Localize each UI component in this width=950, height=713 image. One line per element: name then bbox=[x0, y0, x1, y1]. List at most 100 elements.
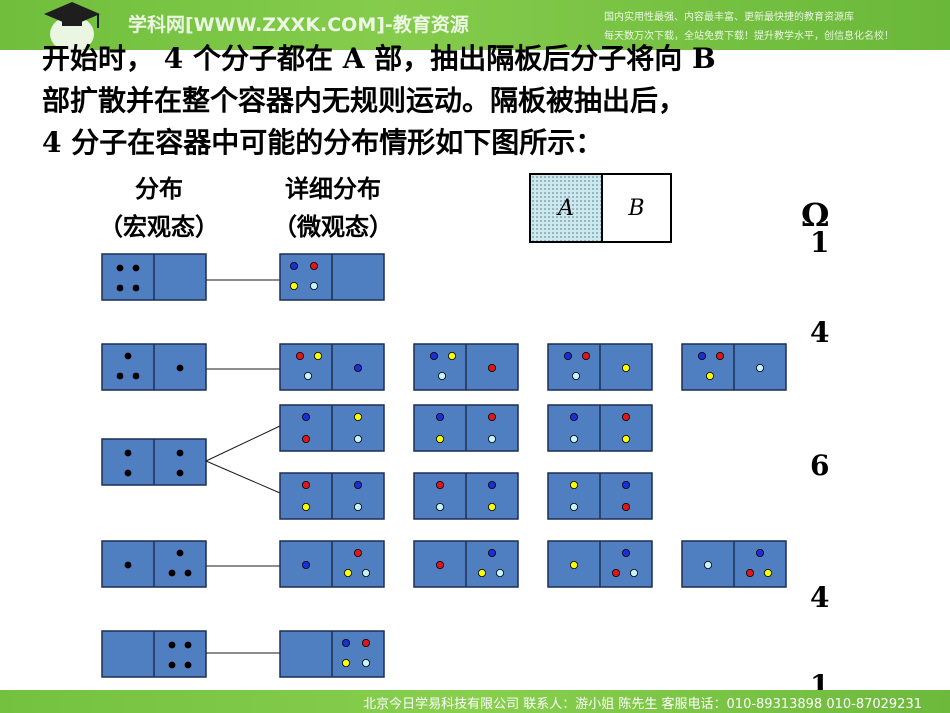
omega-count-3: 6 bbox=[810, 449, 830, 482]
microstate-box-3-left-yellow-molecule bbox=[447, 351, 456, 360]
macrostate-box-3-right-dot-1 bbox=[176, 449, 184, 457]
macrostate-box-4-left-dot-1 bbox=[124, 561, 132, 569]
intro-line-3: 4 分子在容器中可能的分布情形如下图所示： bbox=[42, 126, 604, 159]
microstate-box-15-left-cyan-molecule bbox=[704, 561, 713, 570]
macrostate-column-header: 分布 （宏观态） bbox=[88, 170, 230, 246]
microstate-box-9-left-yellow-molecule bbox=[301, 502, 310, 511]
omega-count-2: 4 bbox=[810, 316, 830, 349]
microstate-box-3-right-red-molecule bbox=[487, 363, 496, 372]
microstate-box-2-left-yellow-molecule bbox=[313, 351, 322, 360]
macrostate-box-5-right-dot-1 bbox=[168, 641, 176, 649]
macrostate-header-line2: （宏观态） bbox=[99, 212, 219, 241]
microstate-box-6-left-blue-molecule bbox=[301, 412, 310, 421]
microstate-box-11-right-red-molecule bbox=[622, 502, 631, 511]
microstate-box-8-right-red-molecule bbox=[622, 412, 631, 421]
container-part-b: B bbox=[628, 195, 645, 221]
microstate-box-16-right-cyan-molecule bbox=[361, 659, 370, 668]
macrostate-box-3-left-dot-1 bbox=[124, 449, 132, 457]
macrostate-box-1-left-dot-3 bbox=[116, 284, 124, 292]
macrostate-box-5-right-dot-3 bbox=[168, 661, 176, 669]
macrostate-box-1-left-dot-2 bbox=[132, 264, 140, 272]
top-banner: 学科网[WWW.ZXXK.COM]-教育资源 国内实用性最强、内容最丰富、更新最… bbox=[0, 0, 950, 50]
microstate-box-12-right-yellow-molecule bbox=[343, 569, 352, 578]
microstate-box-1-left-red-molecule bbox=[309, 261, 318, 270]
microstate-box-7-left-yellow-molecule bbox=[435, 434, 444, 443]
banner-site-title: 学科网[WWW.ZXXK.COM]-教育资源 bbox=[128, 14, 469, 36]
macrostate-box-5-right-dot-2 bbox=[184, 641, 192, 649]
macrostate-header-line1: 分布 bbox=[135, 174, 183, 203]
container-part-a: A bbox=[531, 175, 603, 241]
microstate-box-12-right-red-molecule bbox=[353, 549, 362, 558]
microstate-header-line2: （微观态） bbox=[273, 212, 393, 241]
microstate-box-4-left-cyan-molecule bbox=[572, 371, 581, 380]
microstate-box-7-left-blue-molecule bbox=[435, 412, 444, 421]
macrostate-box-3-right-dot-2 bbox=[176, 469, 184, 477]
macrostate-box-2-right-dot-1 bbox=[176, 364, 184, 372]
microstate-box-3-left-blue-molecule bbox=[429, 351, 438, 360]
omega-count-1: 1 bbox=[810, 226, 830, 259]
microstate-box-5-left-blue-molecule bbox=[698, 351, 707, 360]
microstate-box-2-left-cyan-molecule bbox=[303, 371, 312, 380]
omega-count-4: 4 bbox=[810, 581, 830, 614]
microstate-box-14-right-red-molecule bbox=[612, 569, 621, 578]
microstate-box-3-left-cyan-molecule bbox=[437, 371, 446, 380]
graduation-cap-logo-icon bbox=[44, 2, 100, 50]
omega-symbol: Ω bbox=[801, 196, 830, 234]
microstate-box-4-left-blue-molecule bbox=[564, 351, 573, 360]
microstate-box-8-right-yellow-molecule bbox=[622, 434, 631, 443]
connector-line-3 bbox=[205, 425, 281, 462]
microstate-box-13-right-blue-molecule bbox=[487, 549, 496, 558]
macrostate-box-4-right-dot-1 bbox=[176, 549, 184, 557]
microstate-box-5-right-cyan-molecule bbox=[756, 363, 765, 372]
microstate-box-12-left-blue-molecule bbox=[301, 561, 310, 570]
intro-paragraph: 开始时， 4 个分子都在 A 部，抽出隔板后分子将向 B 部扩散并在整个容器内无… bbox=[42, 38, 716, 164]
bottom-banner: 北京今日学易科技有限公司 联系人：游小姐 陈先生 客服电话：010-893138… bbox=[0, 690, 950, 713]
microstate-box-4-right-yellow-molecule bbox=[622, 363, 631, 372]
macrostate-box-1-left-dot-1 bbox=[116, 264, 124, 272]
connector-line-4 bbox=[205, 460, 281, 494]
microstate-box-13-left-red-molecule bbox=[435, 561, 444, 570]
microstate-box-9-right-cyan-molecule bbox=[353, 502, 362, 511]
microstate-box-15-right-yellow-molecule bbox=[764, 569, 773, 578]
microstate-box-14-left-yellow-molecule bbox=[570, 561, 579, 570]
macrostate-box-2-left-dot-3 bbox=[132, 372, 140, 380]
microstate-box-9-left-red-molecule bbox=[301, 480, 310, 489]
microstate-box-7-right-cyan-molecule bbox=[487, 434, 496, 443]
macrostate-box-2-left-dot-2 bbox=[116, 372, 124, 380]
microstate-box-2-left-red-molecule bbox=[295, 351, 304, 360]
microstate-box-10-left-cyan-molecule bbox=[435, 502, 444, 511]
microstate-box-9-right-blue-molecule bbox=[353, 480, 362, 489]
microstate-box-10-right-yellow-molecule bbox=[487, 502, 496, 511]
microstate-box-14-right-blue-molecule bbox=[622, 549, 631, 558]
container-ab-diagram: A B bbox=[529, 173, 672, 243]
footer-contact-text: 北京今日学易科技有限公司 联系人：游小姐 陈先生 客服电话：010-893138… bbox=[363, 697, 922, 712]
microstate-box-14-right-cyan-molecule bbox=[630, 569, 639, 578]
microstate-box-13-right-cyan-molecule bbox=[495, 569, 504, 578]
microstate-box-15-right-red-molecule bbox=[746, 569, 755, 578]
microstate-box-4-left-red-molecule bbox=[582, 351, 591, 360]
microstate-box-10-right-blue-molecule bbox=[487, 480, 496, 489]
intro-line-1: 开始时， 4 个分子都在 A 部，抽出隔板后分子将向 B bbox=[42, 42, 716, 75]
microstate-box-1-left-cyan-molecule bbox=[309, 281, 318, 290]
microstate-box-8-left-blue-molecule bbox=[570, 412, 579, 421]
microstate-box-6-right-cyan-molecule bbox=[353, 434, 362, 443]
banner-slogan-line1: 国内实用性最强、内容最丰富、更新最快捷的教育资源库 bbox=[604, 12, 854, 23]
microstate-column-header: 详细分布 （微观态） bbox=[262, 170, 404, 246]
microstate-box-12-right-cyan-molecule bbox=[361, 569, 370, 578]
microstate-box-1-left-yellow-molecule bbox=[289, 281, 298, 290]
intro-line-2: 部扩散并在整个容器内无规则运动。隔板被抽出后， bbox=[42, 84, 687, 117]
microstate-box-13-right-yellow-molecule bbox=[477, 569, 486, 578]
microstate-box-11-left-cyan-molecule bbox=[570, 502, 579, 511]
microstate-box-8-left-cyan-molecule bbox=[570, 434, 579, 443]
microstate-box-2-right-blue-molecule bbox=[353, 363, 362, 372]
banner-slogan-line2: 每天数万次下载，全站免费下载！提升教学水平，创信息化名校！ bbox=[604, 31, 894, 42]
microstate-box-16-right-blue-molecule bbox=[341, 639, 350, 648]
macrostate-box-3-left-dot-2 bbox=[124, 469, 132, 477]
macrostate-box-4-right-dot-3 bbox=[184, 569, 192, 577]
macrostate-box-1-left-dot-4 bbox=[132, 284, 140, 292]
microstate-header-line1: 详细分布 bbox=[285, 174, 381, 203]
microstate-box-7-right-red-molecule bbox=[487, 412, 496, 421]
microstate-box-6-left-red-molecule bbox=[301, 434, 310, 443]
microstate-box-1-left-blue-molecule bbox=[289, 261, 298, 270]
macrostate-box-4-right-dot-2 bbox=[168, 569, 176, 577]
